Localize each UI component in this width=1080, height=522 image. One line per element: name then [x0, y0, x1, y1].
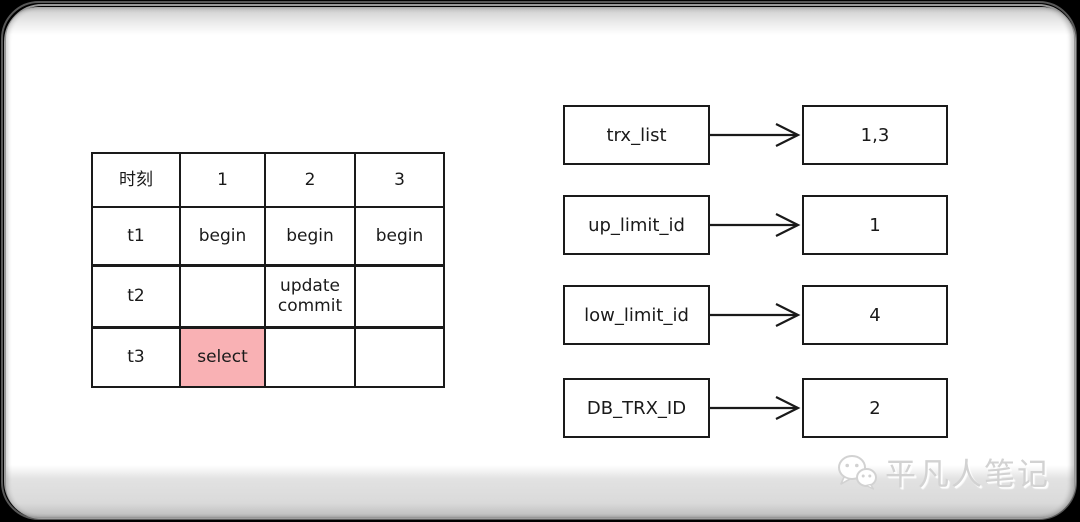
row-label-t1: t1	[91, 206, 181, 267]
cell-t3-3	[354, 326, 445, 388]
cell-t2-2: update commit	[264, 264, 356, 329]
cell-t3-2	[264, 326, 356, 388]
wechat-icon	[838, 454, 877, 490]
watermark: 平凡人笔记	[836, 449, 1050, 494]
mapping-label-box: DB_TRX_ID	[563, 378, 710, 438]
cell-t1-2: begin	[264, 206, 356, 267]
mapping-value-box: 4	[802, 285, 948, 345]
header-cell-trx3: 3	[354, 152, 445, 208]
mapping-value-box: 1	[802, 195, 948, 255]
arrow-right-icon	[710, 303, 801, 327]
mapping-row-db-trx-id: DB_TRX_ID 2	[563, 378, 948, 438]
cell-t3-1-highlighted: select	[179, 326, 266, 388]
mapping-label-box: low_limit_id	[563, 285, 710, 345]
table-row-t1: t1 begin begin begin	[91, 206, 445, 267]
arrow-right-icon	[710, 123, 801, 147]
mapping-label-box: up_limit_id	[563, 195, 710, 255]
row-label-t2: t2	[91, 264, 181, 329]
schedule-table: 时刻 1 2 3 t1 begin begin begin t2 update …	[91, 152, 445, 388]
transaction-schedule-table: 时刻 1 2 3 t1 begin begin begin t2 update …	[91, 152, 445, 388]
arrow-right-icon	[710, 213, 801, 237]
mapping-row-trx-list: trx_list 1,3	[563, 105, 948, 165]
arrow-right-icon	[710, 396, 801, 420]
cell-t1-1: begin	[179, 206, 266, 267]
mapping-value-box: 1,3	[802, 105, 948, 165]
mapping-label-box: trx_list	[563, 105, 710, 165]
header-cell-trx1: 1	[179, 152, 266, 208]
mapping-row-up-limit-id: up_limit_id 1	[563, 195, 948, 255]
mapping-row-low-limit-id: low_limit_id 4	[563, 285, 948, 345]
mapping-value-box: 2	[802, 378, 948, 438]
table-row-t2: t2 update commit	[91, 264, 445, 329]
cell-t1-3: begin	[354, 206, 445, 267]
header-cell-trx2: 2	[264, 152, 356, 208]
watermark-text: 平凡人笔记	[885, 457, 1050, 493]
header-cell-time: 时刻	[91, 152, 181, 208]
row-label-t3: t3	[91, 326, 181, 388]
table-row-t3: t3 select	[91, 326, 445, 388]
table-header-row: 时刻 1 2 3	[91, 152, 445, 208]
cell-t2-1	[179, 264, 266, 329]
cell-t2-3	[354, 264, 445, 329]
page-edge-inner	[4, 4, 1076, 519]
